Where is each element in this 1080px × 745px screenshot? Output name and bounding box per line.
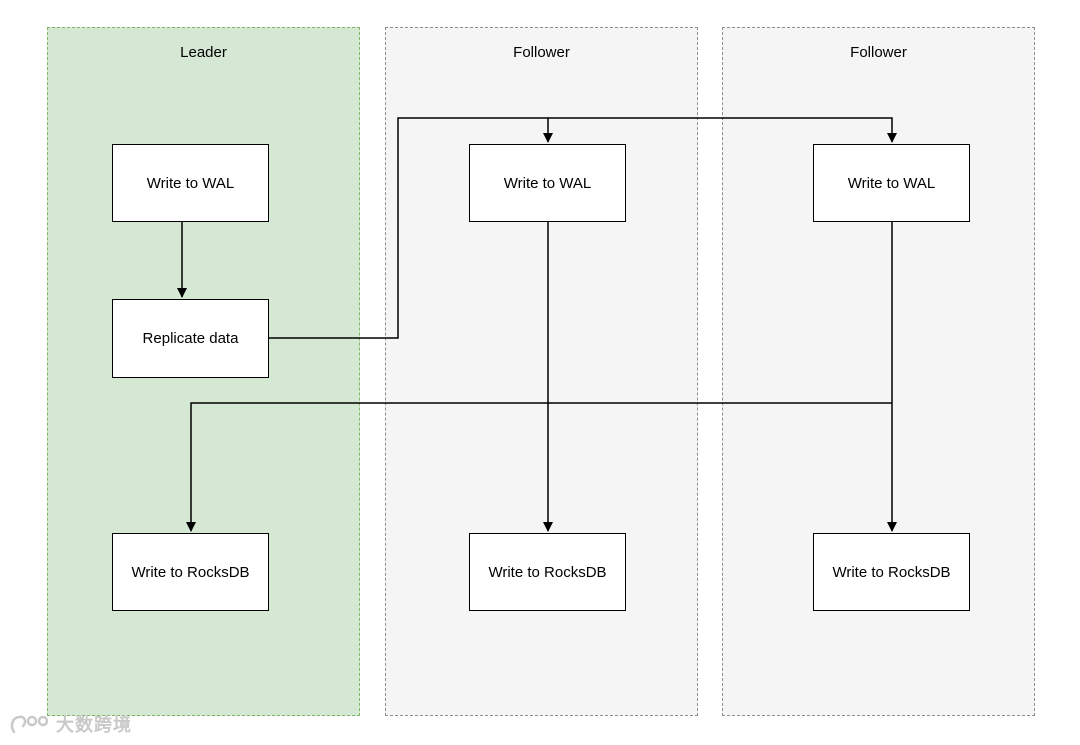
follower-2-write-to-wal-node[interactable]: Write to WAL (813, 144, 970, 222)
leader-lane-title: Leader (180, 44, 227, 61)
watermark: 大数跨境 (8, 711, 132, 737)
watermark-logo-icon (10, 715, 49, 734)
follower-2-write-to-rocksdb-node[interactable]: Write to RocksDB (813, 533, 970, 611)
follower-lane-1: Follower (385, 27, 698, 716)
follower-lane-2-title: Follower (850, 44, 907, 61)
follower-lane-1-title: Follower (513, 44, 570, 61)
leader-replicate-data-node[interactable]: Replicate data (112, 299, 269, 378)
follower-1-write-to-wal-node[interactable]: Write to WAL (469, 144, 626, 222)
follower-lane-2: Follower (722, 27, 1035, 716)
leader-write-to-wal-node[interactable]: Write to WAL (112, 144, 269, 222)
watermark-text: 大数跨境 (56, 715, 132, 735)
follower-1-write-to-rocksdb-node[interactable]: Write to RocksDB (469, 533, 626, 611)
leader-write-to-rocksdb-node[interactable]: Write to RocksDB (112, 533, 269, 611)
